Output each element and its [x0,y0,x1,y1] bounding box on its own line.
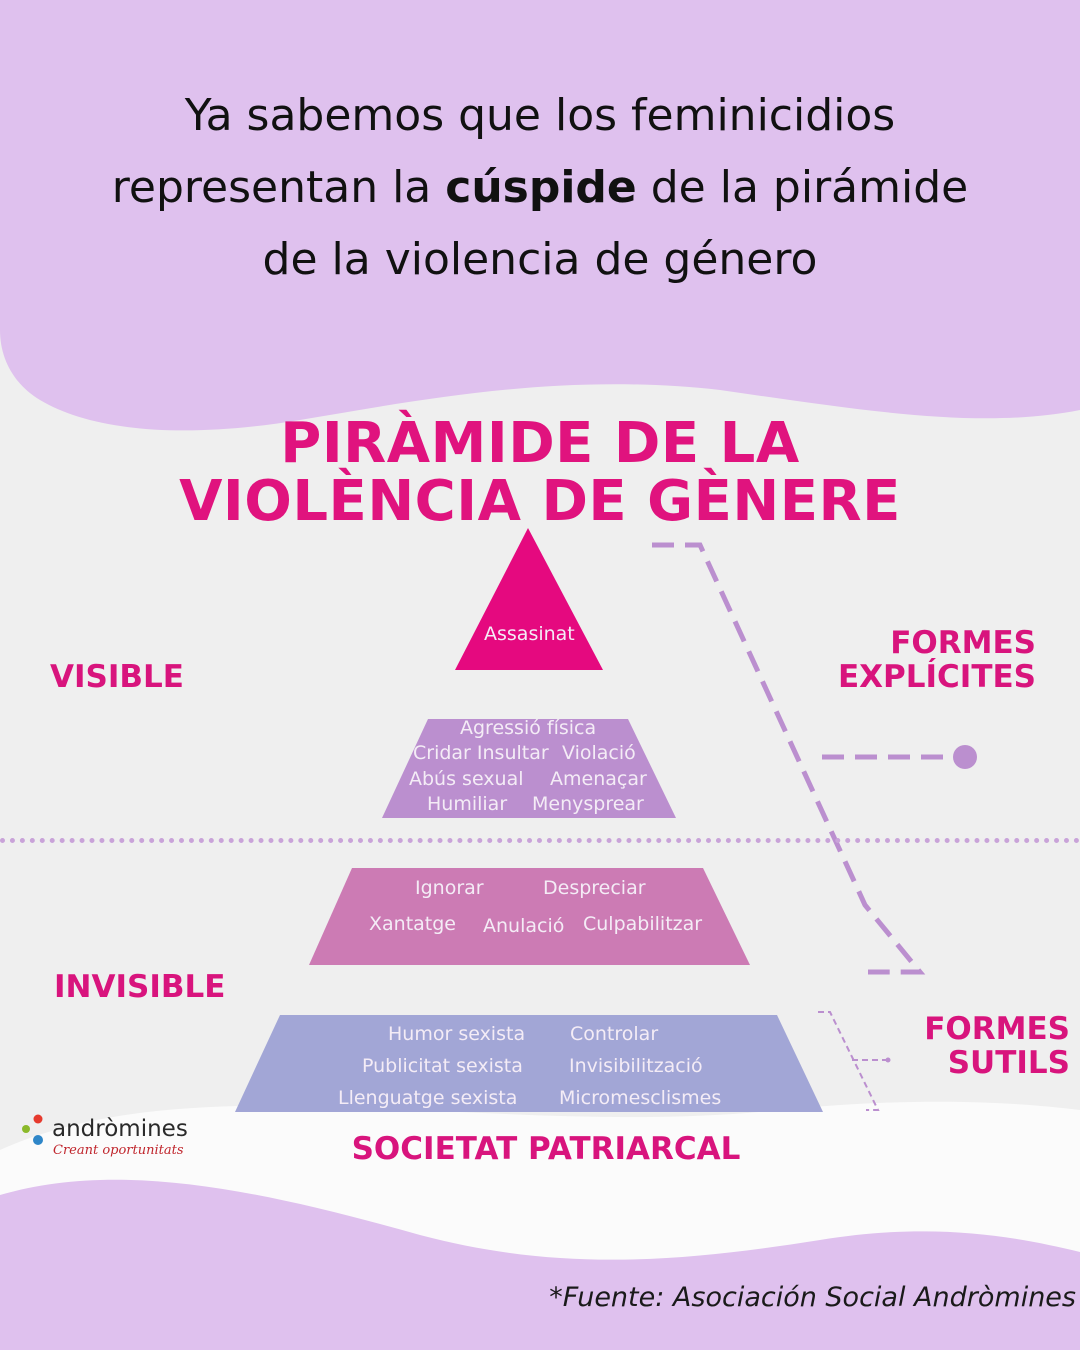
logo-name: andròmines [52,1116,188,1142]
visibility-divider-line [0,838,1080,843]
tier-second-item: Abús sexual [409,768,524,790]
tier-top-shape [455,528,603,670]
explicit-forms-line-1: FORMES [890,625,1036,661]
diagram-title-line-1: PIRÀMIDE DE LA [280,411,800,476]
tier-second-item: Amenaçar [550,768,647,790]
intro-line-2-pre: representan la [111,162,446,213]
bottom-lavender-wave [0,1179,1080,1350]
tier-second-item: Humiliar [427,793,508,815]
base-label: SOCIETAT PATRIARCAL [351,1131,741,1167]
tier-third-item: Ignorar [415,877,484,899]
tier-second-item: Menysprear [532,793,644,815]
subtle-bracket-line [818,1011,880,1111]
tier-bottom-item: Humor sexista [388,1023,526,1045]
tier-bottom-shape [235,1015,823,1112]
subtle-forms-line-2: SUTILS [947,1045,1070,1081]
tier-top-item: Assasinat [484,623,575,645]
explicit-connector-dot [953,745,977,769]
tier-second-item: Cridar Insultar [413,742,549,764]
tier-third-item: Anulació [483,915,565,937]
tier-third-item: Culpabilitzar [583,913,703,935]
intro-text: Ya sabemos que los feminicidios represen… [0,80,1080,296]
invisible-label: INVISIBLE [54,969,226,1005]
tier-second-item: Agressió física [460,717,597,739]
diagram-title: PIRÀMIDE DE LA VIOLÈNCIA DE GÈNERE [0,415,1080,531]
diagram-title-line-2: VIOLÈNCIA DE GÈNERE [179,469,901,534]
intro-emphasis: cúspide [445,162,637,213]
logo-mark-icon [22,1114,43,1145]
explicit-forms-label: FORMES EXPLÍCITES [838,626,1036,694]
source-note: *Fuente: Asociación Social Andròmines [549,1282,1076,1313]
tier-third-item: Despreciar [543,877,646,899]
tier-second-item: Violació [562,742,636,764]
logo-tagline: Creant oportunitats [53,1143,184,1158]
tier-bottom-item: Controlar [570,1023,659,1045]
subtle-forms-label: FORMES SUTILS [924,1012,1070,1080]
intro-line-2-post: de la pirámide [636,162,969,213]
tier-bottom-item: Publicitat sexista [362,1055,523,1077]
top-lavender-wave [0,0,1080,431]
intro-line-3: de la violencia de género [262,234,818,285]
tier-third-item: Xantatge [369,913,456,935]
subtle-connector-dot [885,1057,891,1063]
explicit-forms-line-2: EXPLÍCITES [837,659,1036,695]
tier-bottom-item: Micromesclismes [559,1087,722,1109]
intro-line-2: representan la cúspide de la pirámide [0,152,1080,224]
tier-second-shape [382,719,676,818]
tier-bottom-item: Invisibilització [569,1055,703,1077]
tier-bottom-item: Llenguatge sexista [338,1087,518,1109]
visible-label: VISIBLE [50,659,184,695]
tier-third-shape [309,868,750,965]
intro-line-1: Ya sabemos que los feminicidios [184,90,896,141]
explicit-bracket-line [652,542,926,975]
subtle-forms-line-1: FORMES [924,1011,1070,1047]
